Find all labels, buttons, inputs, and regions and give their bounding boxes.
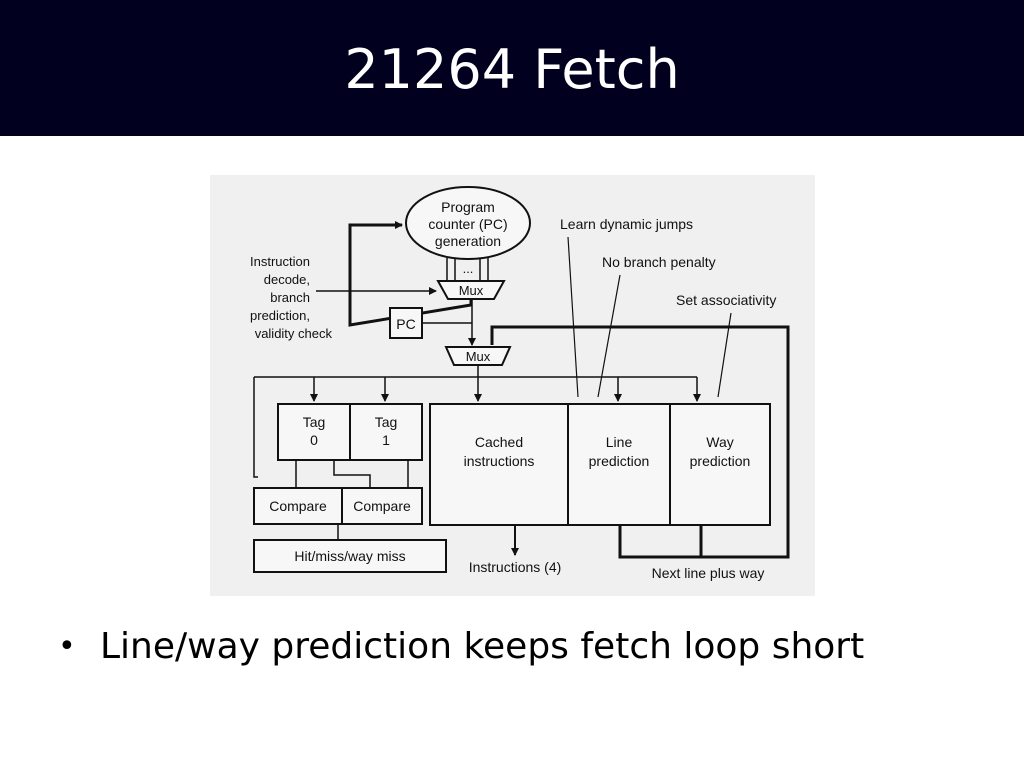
bullet-item: • Line/way prediction keeps fetch loop s… [58,626,864,667]
line-pred-label-1: Line [606,434,633,450]
compare0-label: Compare [269,498,327,514]
title-bar: 21264 Fetch [0,0,1024,136]
learn-dynamic-jumps-pointer [567,236,579,398]
bus-ellipsis: ... [463,261,474,276]
next-line-feedback-path [490,325,790,523]
pc-bus-lines [446,258,489,281]
mux-top-label: Mux [459,283,484,298]
no-branch-penalty-pointer [597,274,621,398]
mux-bottom [444,346,512,366]
decode-label-5: validity check [255,326,333,341]
mux-bottom-label: Mux [466,349,491,364]
no-branch-penalty-label: No branch penalty [602,254,716,270]
pc-gen-label-1: Program [441,199,495,215]
pc-register [389,307,423,339]
slide-title: 21264 Fetch [344,38,680,101]
bullet-list: • Line/way prediction keeps fetch loop s… [58,626,864,667]
way-pred-label-2: prediction [690,453,751,469]
hit-miss-box [253,539,447,573]
tag0-label-1: Tag [303,414,326,430]
compare1-box [341,487,423,525]
tag-compare-wires [295,460,409,487]
compare0-box [253,487,343,525]
hit-miss-label: Hit/miss/way miss [294,548,405,564]
pc-feedback-loop [348,221,473,327]
next-line-label: Next line plus way [652,565,765,581]
way-prediction-box [669,403,771,526]
set-associativity-pointer [717,312,732,398]
compare1-label: Compare [353,498,411,514]
decode-label-2: decode, [264,272,310,287]
decode-label-4: prediction, [250,308,310,323]
pc-gen-label-3: generation [435,233,501,249]
pc-generation-node [405,186,531,260]
cached-label-1: Cached [475,434,523,450]
fetch-diagram: Program counter (PC) generation ... Mux … [210,175,815,596]
decode-label-1: Instruction [250,254,310,269]
tag1-box [349,403,423,461]
instructions-out-label: Instructions (4) [469,559,562,575]
line-prediction-box [567,403,671,526]
line-pred-label-2: prediction [589,453,650,469]
learn-dynamic-jumps-label: Learn dynamic jumps [560,216,693,232]
decode-label-3: branch [270,290,310,305]
bus-left-drop [253,377,258,478]
bullet-text: Line/way prediction keeps fetch loop sho… [100,626,865,667]
mux-top [436,280,506,300]
way-pred-label-1: Way [706,434,733,450]
diagram-svg: Program counter (PC) generation ... Mux … [250,186,790,581]
set-associativity-label: Set associativity [676,292,776,308]
pc-gen-label-2: counter (PC) [428,216,507,232]
pc-register-label: PC [396,316,415,332]
tag0-box [277,403,351,461]
next-line-output [618,523,790,559]
tag1-label-2: 1 [382,432,390,448]
tag0-label-2: 0 [310,432,318,448]
bullet-marker: • [58,629,76,664]
tag1-label-1: Tag [375,414,398,430]
cached-label-2: instructions [464,453,535,469]
